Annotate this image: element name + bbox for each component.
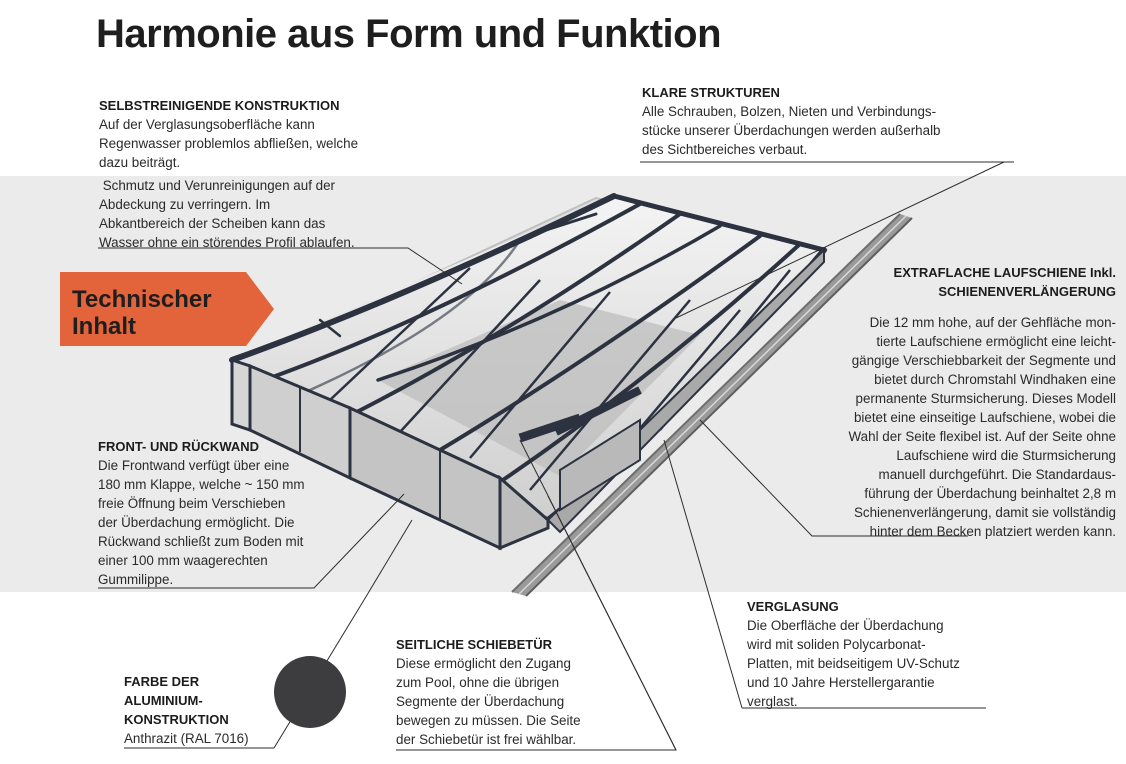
section-line: Wahl der Seite flexibel ist. Auf der Sei… <box>848 429 1116 444</box>
section-line: 180 mm Klappe, welche ~ 150 mm <box>98 477 305 492</box>
section-line: Die 12 mm hohe, auf der Gehfläche mon- <box>869 315 1116 330</box>
badge-text: Technischer Inhalt <box>72 286 274 340</box>
section-line: Regenwasser problemlos abfließen, welche <box>99 136 359 151</box>
side-wall <box>546 247 825 534</box>
rail <box>511 213 913 597</box>
section-line: der Überdachung ermöglicht. Die <box>98 515 295 530</box>
section-laufschiene: EXTRAFLACHE LAUFSCHIENE Inkl. SCHIENENVE… <box>766 263 1116 541</box>
badge-line-1: Technischer <box>72 286 212 313</box>
section-heading: VERGLASUNG <box>747 599 839 614</box>
section-line: gängige Verschiebbarkeit der Segmente un… <box>851 353 1116 368</box>
section-line: Abkantbereich der Scheiben kann das <box>99 216 326 231</box>
color-swatch <box>274 656 346 728</box>
section-line: der Schiebetür ist frei wählbar. <box>396 732 577 747</box>
section-front-rueckwand: FRONT- UND RÜCKWAND Die Frontwand verfüg… <box>98 437 358 589</box>
section-line: Schmutz und Verunreinigungen auf der <box>99 178 335 193</box>
section-line: Segmente der Überdachung <box>396 694 565 709</box>
section-line: Gummilippe. <box>98 572 174 587</box>
section-heading-line: KONSTRUKTION <box>124 712 229 727</box>
page-title: Harmonie aus Form und Funktion <box>96 12 722 56</box>
section-selbstreinigende: SELBSTREINIGENDE KONSTRUKTION Auf der Ve… <box>99 96 429 252</box>
badge-shape <box>60 272 274 346</box>
section-farbe: FARBE DER ALUMINIUM- KONSTRUKTION Anthra… <box>124 672 284 748</box>
section-heading-1: EXTRAFLACHE LAUFSCHIENE Inkl. <box>893 265 1116 280</box>
section-heading-line: FARBE DER <box>124 674 200 689</box>
section-line: Diese ermöglicht den Zugang <box>396 656 571 671</box>
section-line: Platten, mit beidseitigem UV-Schutz <box>747 656 960 671</box>
section-line: dazu beiträgt. <box>99 155 181 170</box>
section-line: freie Öffnung beim Verschieben <box>98 496 286 511</box>
leader-lines <box>98 161 1014 751</box>
section-line: Alle Schrauben, Bolzen, Nieten und Verbi… <box>642 104 937 119</box>
section-line: Die Oberfläche der Überdachung <box>747 618 944 633</box>
section-line: Schienenverlängerung, damit sie vollstän… <box>853 505 1116 520</box>
section-line: und 10 Jahre Herstellergarantie <box>747 675 935 690</box>
technischer-inhalt-badge: Technischer Inhalt <box>60 272 274 346</box>
section-line: einer 100 mm waagerechten <box>98 553 268 568</box>
section-line: hinter dem Becken platziert werden kann. <box>869 524 1116 539</box>
section-line: tierte Laufschiene ermöglicht eine leich… <box>876 334 1116 349</box>
section-seitliche-schiebetuer: SEITLICHE SCHIEBETÜR Diese ermöglicht de… <box>396 635 636 749</box>
section-line: Auf der Verglasungsoberfläche kann <box>99 117 315 132</box>
section-line: verglast. <box>747 694 798 709</box>
section-heading-line: ALUMINIUM- <box>124 693 203 708</box>
section-line: bewegen zu müssen. Die Seite <box>396 713 581 728</box>
section-verglasung: VERGLASUNG Die Oberfläche der Überdachun… <box>747 597 1017 711</box>
section-line: des Sichtbereiches verbaut. <box>642 142 808 157</box>
color-value: Anthrazit (RAL 7016) <box>124 731 249 746</box>
front-wall <box>230 357 550 551</box>
section-line: Wasser ohne ein störendes Profil ablaufe… <box>99 235 355 250</box>
section-line: permanente Sturmsicherung. Dieses Modell <box>855 391 1117 406</box>
section-line: Rückwand schließt zum Boden mit <box>98 534 304 549</box>
section-heading-2: SCHIENENVERLÄNGERUNG <box>938 284 1116 299</box>
section-heading: SELBSTREINIGENDE KONSTRUKTION <box>99 98 340 113</box>
section-line: Abdeckung zu verringern. Im <box>99 197 271 212</box>
section-line: bietet eine einseitige Laufschiene, wobe… <box>853 410 1116 425</box>
section-heading: FRONT- UND RÜCKWAND <box>98 439 260 454</box>
section-line: Die Frontwand verfügt über eine <box>98 458 290 473</box>
section-heading: KLARE STRUKTUREN <box>642 85 780 100</box>
badge-line-2: Inhalt <box>72 313 136 340</box>
section-klare-strukturen: KLARE STRUKTUREN Alle Schrauben, Bolzen,… <box>642 83 1022 159</box>
section-line: manuell durchgeführt. Die Standardaus- <box>878 467 1116 482</box>
section-line: bietet durch Chromstahl Windhaken eine <box>874 372 1116 387</box>
section-heading: SEITLICHE SCHIEBETÜR <box>396 637 553 652</box>
section-line: führung der Überdachung beinhaltet 2,8 m <box>864 486 1116 501</box>
section-line: stücke unserer Überdachungen werden auße… <box>642 123 941 138</box>
section-line: wird mit soliden Polycarbonat- <box>747 637 926 652</box>
section-line: Laufschiene wird die Sturmsicherung <box>896 448 1116 463</box>
section-line: zum Pool, ohne die übrigen <box>396 675 560 690</box>
